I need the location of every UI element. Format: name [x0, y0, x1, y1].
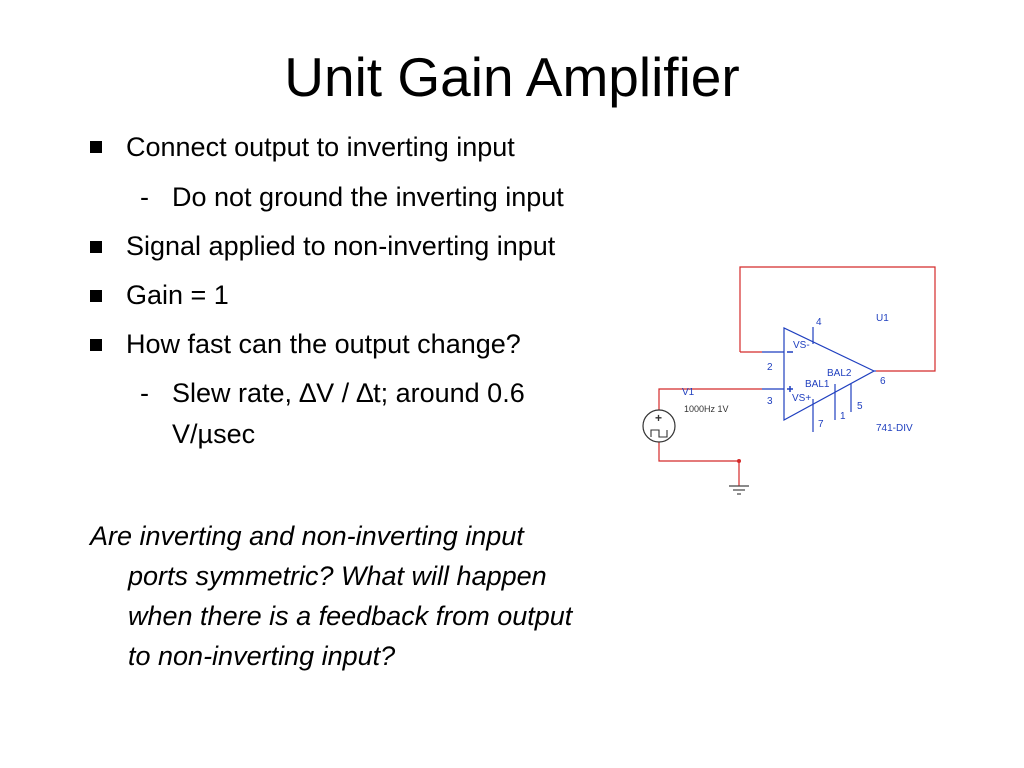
vs-plus-label: VS+	[792, 393, 811, 404]
source-to-noninverting-wire	[658, 388, 762, 410]
ground-icon	[729, 485, 749, 495]
bullet-icon	[90, 290, 102, 302]
vs-minus-label: VS-	[793, 340, 810, 351]
question-text: Are inverting and non-inverting input po…	[90, 516, 710, 676]
question-line: when there is a feedback from output	[128, 601, 573, 631]
plus-mark	[787, 386, 793, 392]
ground-wire	[658, 442, 740, 486]
bal1-label: BAL1	[805, 379, 830, 390]
junction-dot	[737, 459, 741, 463]
bullet-item: Gain = 1	[126, 280, 229, 310]
opamp-symbol	[783, 327, 876, 422]
pin-6-label: 6	[880, 376, 886, 387]
question-line: to non-inverting input?	[128, 641, 396, 671]
source-plus-label: +	[655, 411, 662, 425]
pin-3-label: 3	[767, 396, 773, 407]
bal2-label: BAL2	[827, 368, 852, 379]
slide-title: Unit Gain Amplifier	[284, 46, 740, 108]
bullet-icon	[90, 141, 102, 153]
sub-bullet-item: Slew rate, ∆V / ∆t; around 0.6	[172, 378, 525, 408]
pin-1-label: 1	[840, 411, 846, 422]
source-params-label: 1000Hz 1V	[684, 404, 729, 414]
pin-7-label: 7	[818, 419, 824, 430]
pin-2-label: 2	[767, 362, 773, 373]
square-wave-icon	[650, 429, 668, 438]
bullet-item: How fast can the output change?	[126, 329, 521, 359]
bullet-item: Signal applied to non-inverting input	[126, 231, 556, 261]
question-line: Are inverting and non-inverting input	[90, 521, 524, 551]
bullet-icon	[90, 241, 102, 253]
dash-icon: -	[140, 182, 149, 212]
sub-bullet-item-continued: V/µsec	[172, 419, 256, 449]
bullet-item: Connect output to inverting input	[126, 132, 515, 162]
opamp-model-label: 741-DIV	[876, 423, 913, 434]
source-ref-label: V1	[682, 387, 695, 398]
sub-bullet-item: Do not ground the inverting input	[172, 182, 564, 212]
pin-5-label: 5	[857, 401, 863, 412]
opamp-ref-label: U1	[876, 313, 889, 324]
voltage-source-icon	[642, 409, 676, 443]
dash-icon: -	[140, 378, 149, 408]
feedback-wire	[739, 266, 936, 372]
pin-4-label: 4	[816, 317, 822, 328]
bullet-icon	[90, 339, 102, 351]
question-line: ports symmetric? What will happen	[128, 561, 547, 591]
